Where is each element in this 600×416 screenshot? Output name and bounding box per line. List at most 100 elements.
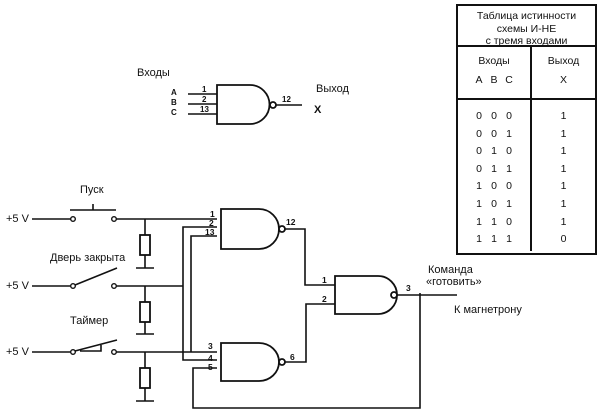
- legend-inputs-label: Входы: [137, 67, 170, 79]
- input-bit: 1: [491, 215, 497, 228]
- start-switch-label: Пуск: [80, 184, 104, 196]
- legend-input-a-name: A: [171, 88, 177, 97]
- gate3-pin-2: 2: [322, 294, 327, 304]
- input-bit: 0: [476, 145, 482, 158]
- legend-input-c-name: C: [171, 108, 177, 117]
- column-b: B: [490, 74, 498, 86]
- truth-table-row-output: 1: [560, 110, 567, 122]
- input-bit: 0: [476, 127, 482, 140]
- title-line-1: Таблица истинности: [476, 10, 577, 22]
- command-label-line1: Команда: [428, 264, 474, 276]
- legend-nand-gate: Входы Выход A B C 1 2 13 12 X: [137, 67, 349, 125]
- input-bit: 0: [491, 180, 497, 193]
- column-x: X: [559, 74, 567, 86]
- truth-table-title: Таблица истинности схемы И-НЕ с тремя вх…: [458, 6, 595, 47]
- truth-table-row-output: 0: [560, 233, 567, 246]
- resistor-1: [139, 234, 151, 256]
- input-bit: 0: [491, 197, 497, 210]
- timer-switch-blade: [74, 339, 118, 352]
- legend-nand-body: [216, 84, 271, 125]
- input-bit: 1: [506, 197, 512, 210]
- nand-gate-2: 3 4 5 6: [208, 303, 336, 382]
- door-switch-blade: [74, 267, 118, 286]
- input-bit: 1: [476, 233, 482, 246]
- legend-pin-13: 13: [200, 105, 209, 114]
- input-bit: 1: [506, 127, 512, 140]
- gate3-pin-1: 1: [322, 275, 327, 285]
- input-bit: 0: [491, 110, 497, 122]
- legend-output-label: Выход: [316, 83, 349, 95]
- gate2-pin-6: 6: [290, 352, 295, 362]
- input-bit: 1: [491, 162, 497, 175]
- input-bit: 0: [476, 162, 482, 175]
- legend-pin-1: 1: [202, 85, 207, 94]
- supply-label-1: +5 V: [6, 213, 30, 225]
- truth-table-row-output: 1: [560, 180, 567, 193]
- inputs-header: Входы: [478, 55, 510, 67]
- nand-gate-1: 1 2 13 12: [205, 208, 336, 286]
- truth-table-row-output: 1: [560, 162, 567, 175]
- input-bit: 1: [506, 162, 512, 175]
- gate1-pin-2: 2: [209, 218, 214, 228]
- start-switch-branch: +5 V Пуск: [6, 184, 217, 269]
- gate2-pin-3: 3: [208, 341, 213, 351]
- column-c: C: [505, 74, 513, 86]
- timer-switch-label: Таймер: [70, 315, 108, 327]
- gate1-pin-12: 12: [286, 217, 296, 227]
- legend-pin-2: 2: [202, 95, 207, 104]
- truth-table-row-output: 1: [560, 215, 567, 228]
- legend-pin-12: 12: [282, 95, 291, 104]
- input-bit: 1: [476, 197, 482, 210]
- input-bit: 1: [491, 145, 497, 158]
- legend-input-b-name: B: [171, 98, 177, 107]
- gate2-pin-5: 5: [208, 362, 213, 372]
- input-bit: 1: [491, 233, 497, 246]
- input-bit: 0: [506, 180, 512, 193]
- door-switch-branch: Дверь закрыта +5 V: [6, 252, 183, 335]
- input-bit: 0: [506, 145, 512, 158]
- gate2-pin-4: 4: [208, 353, 213, 363]
- command-label-line2: «готовить»: [426, 276, 482, 288]
- gate3-pin-3: 3: [406, 283, 411, 293]
- magnetron-label: К магнетрону: [454, 304, 522, 316]
- gate1-pin-13: 13: [205, 227, 215, 237]
- resistor-3: [139, 367, 151, 389]
- title-line-2: схемы И-НЕ: [496, 22, 557, 35]
- input-bit: 1: [476, 215, 482, 228]
- input-bit: 1: [506, 233, 512, 246]
- supply-label-3: +5 V: [6, 346, 30, 358]
- legend-inversion-bubble: [269, 101, 277, 109]
- timer-bus: [190, 235, 217, 352]
- timer-switch-branch: Таймер +5 V: [6, 315, 217, 402]
- column-a: A: [475, 74, 483, 86]
- door-bus: [182, 226, 217, 361]
- gate1-pin-1: 1: [210, 209, 215, 219]
- legend-output-x: X: [314, 104, 322, 116]
- truth-table-row-output: 1: [560, 197, 567, 210]
- supply-label-2: +5 V: [6, 280, 30, 292]
- truth-table: Таблица истинности схемы И-НЕ с тремя вх…: [456, 4, 597, 255]
- nand-gate-3: 1 2 3: [322, 275, 457, 315]
- door-switch-label: Дверь закрыта: [50, 252, 126, 264]
- input-bit: 0: [491, 127, 497, 140]
- input-bit: 0: [506, 110, 512, 122]
- resistor-2: [139, 301, 151, 323]
- output-header: Выход: [547, 55, 580, 67]
- feedback-wire: [192, 293, 421, 409]
- truth-table-row-output: 1: [560, 127, 567, 140]
- truth-table-row-output: 1: [560, 145, 567, 158]
- input-bit: 1: [476, 180, 482, 193]
- input-bit: 0: [476, 110, 482, 122]
